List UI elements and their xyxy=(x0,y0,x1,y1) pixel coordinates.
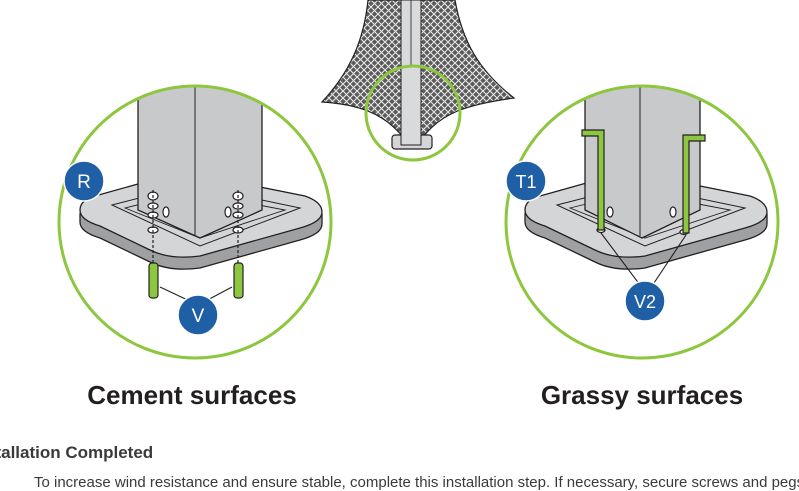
label-r: R xyxy=(77,172,91,193)
label-t1: T1 xyxy=(515,172,536,192)
callout-v2: V2 xyxy=(624,280,666,322)
ground-pegs xyxy=(581,129,706,234)
section-heading: stallation Completed xyxy=(0,443,154,462)
callout-v: V xyxy=(177,294,219,336)
caption-grassy-surfaces: Grassy surfaces xyxy=(540,380,744,410)
cement-detail xyxy=(57,84,333,360)
section-body-text: To increase wind resistance and ensure s… xyxy=(34,474,799,491)
grassy-detail xyxy=(504,84,780,360)
callout-t1: T1 xyxy=(505,160,547,202)
caption-cement-surfaces: Cement surfaces xyxy=(87,380,297,410)
anchor-bolts xyxy=(148,190,244,299)
label-v2: V2 xyxy=(634,292,656,312)
callout-r: R xyxy=(63,160,105,202)
installation-diagram: R V T1 V2 xyxy=(57,0,780,360)
canopy-base-zoom-circle xyxy=(364,64,462,162)
label-v: V xyxy=(192,306,205,327)
